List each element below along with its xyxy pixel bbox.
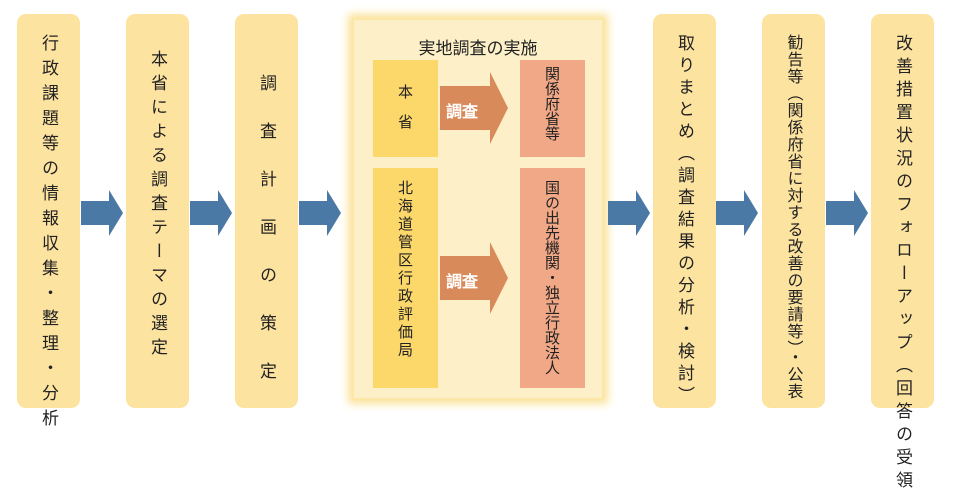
source-label: 北海道管区行政評価局	[396, 180, 414, 360]
action-label: 調査	[446, 102, 479, 121]
flow-arrow-icon	[81, 190, 123, 236]
flow-arrow-icon	[190, 190, 232, 236]
step-label: 改善措置状況のフォローアップ（回答の受領	[892, 34, 912, 494]
step-analysis: 取りまとめ（調査結果の分析・検討）	[653, 14, 716, 408]
panel-title: 実地調査の実施	[418, 39, 538, 59]
survey-arrow-icon	[440, 72, 508, 144]
step-theme-selection: 本省による調査テーマの選定	[126, 14, 189, 408]
step-label: 行政課題等の情報収集・整理・分析	[38, 34, 58, 434]
step-label: 取りまとめ（調査結果の分析・検討）	[674, 34, 694, 408]
step-info-collection: 行政課題等の情報収集・整理・分析	[17, 14, 80, 434]
source-label: 本 省	[396, 84, 414, 129]
field-survey-panel: 実地調査の実施 本 省 調査 関係府省等 北海道管区行政評価局 調査 国の出先機…	[352, 18, 604, 400]
target-label: 国の出先機関・独立行政法人	[543, 180, 561, 375]
flow-arrow-icon	[826, 190, 868, 236]
target-label: 関係府省等	[543, 66, 561, 141]
source-ministry: 本 省	[373, 60, 438, 157]
flow-arrow-icon	[716, 190, 758, 236]
step-label: 勧告等（関係府省に対する改善の要請等）・公表	[784, 34, 804, 400]
step-recommendation: 勧告等（関係府省に対する改善の要請等）・公表	[762, 14, 825, 408]
source-regional-bureau: 北海道管区行政評価局	[373, 168, 438, 388]
step-follow-up: 改善措置状況のフォローアップ（回答の受領	[871, 14, 934, 494]
target-local-agencies: 国の出先機関・独立行政法人	[520, 168, 585, 388]
flow-arrow-icon	[608, 190, 650, 236]
survey-arrow-icon	[440, 242, 508, 314]
action-label: 調査	[446, 272, 479, 291]
step-label: 本省による調査テーマの選定	[147, 50, 167, 362]
flow-arrow-icon	[299, 190, 341, 236]
step-plan: 調査計画の策定	[235, 14, 298, 410]
target-ministries: 関係府省等	[520, 60, 585, 157]
step-label: 調査計画の策定	[256, 74, 276, 410]
